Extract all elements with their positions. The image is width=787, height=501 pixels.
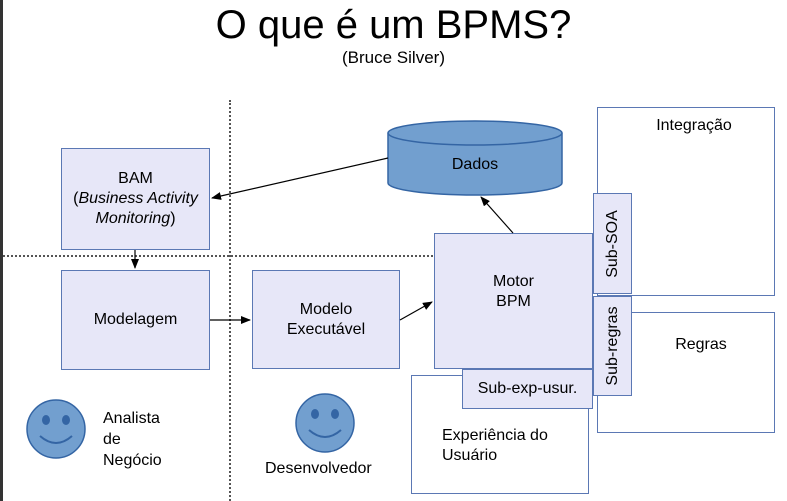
desenvolvedor-smiley-icon <box>295 393 355 453</box>
desenvolvedor-label: Desenvolvedor <box>265 460 372 477</box>
sub-exp-usur-box: Sub-exp-usur. <box>462 369 593 409</box>
dotted-divider-vertical <box>229 100 231 501</box>
integracao-label: Integração <box>656 117 732 134</box>
bam-box: BAM (Business Activity Monitoring) <box>61 148 210 250</box>
dotted-divider-horizontal <box>3 255 593 257</box>
sub-regras-box: Sub-regras <box>593 296 632 396</box>
regras-label: Regras <box>675 336 727 353</box>
experiencia-label-line2: Usuário <box>442 447 498 464</box>
modelo-label-line1: Modelo <box>299 300 353 318</box>
motor-bpm-box: Motor BPM <box>434 233 593 369</box>
bam-label-line1: BAM <box>118 170 153 187</box>
arrow-motor-to-dados <box>480 196 514 234</box>
arrow-modelo-to-motor <box>399 301 433 321</box>
modelo-label-line2: Executável <box>286 320 366 338</box>
sub-soa-box: Sub-SOA <box>593 193 632 294</box>
dados-database-icon <box>387 120 563 196</box>
left-edge-rule <box>0 0 3 501</box>
dados-label: Dados <box>451 156 499 173</box>
modelo-executavel-box: Modelo Executável <box>252 270 400 369</box>
bam-label-line3: Monitoring) <box>95 210 176 227</box>
arrow-dados-to-bam <box>211 157 389 200</box>
analista-label: Analista de Negócio <box>103 410 162 469</box>
motor-label-line2: BPM <box>496 293 531 310</box>
experiencia-label-line1: Experiência do <box>442 427 548 444</box>
page-subtitle: (Bruce Silver) <box>342 48 445 67</box>
motor-label-line1: Motor <box>493 273 534 290</box>
sub-exp-usur-label: Sub-exp-usur. <box>477 380 578 397</box>
modelagem-box: Modelagem <box>61 270 210 370</box>
page-title: O que é um BPMS? <box>215 3 572 47</box>
modelagem-label: Modelagem <box>93 311 178 328</box>
bam-label-line2: (Business Activity <box>73 190 198 207</box>
analista-smiley-icon <box>26 399 86 459</box>
